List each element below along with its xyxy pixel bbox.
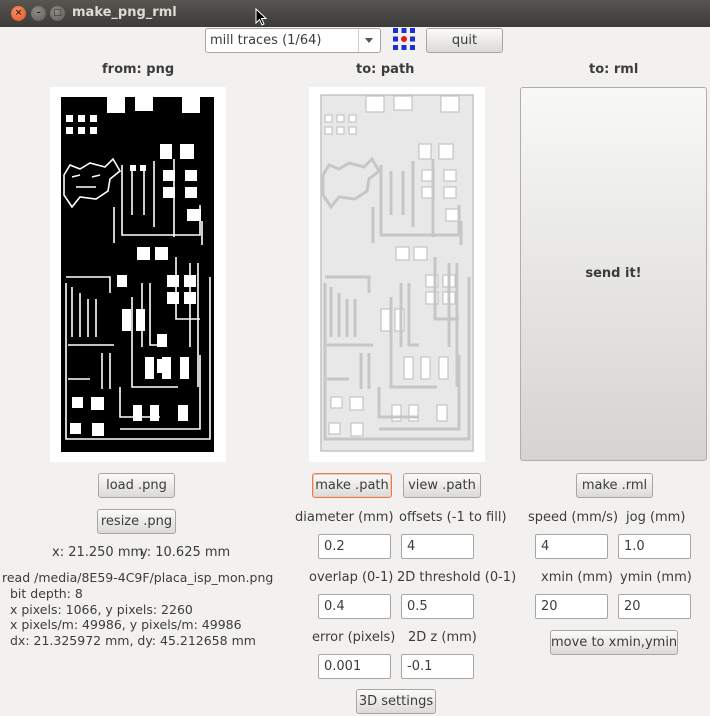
z-depth-label: 2D z (mm)	[408, 630, 477, 645]
rml-column-header: to: rml	[589, 62, 639, 77]
load-png-button[interactable]: load .png	[98, 473, 175, 498]
diameter-label: diameter (mm)	[295, 510, 394, 525]
close-window-button[interactable]: ×	[11, 6, 26, 21]
title-bar: × – □ make_png_rml	[0, 0, 710, 27]
overlap-label: overlap (0-1)	[309, 570, 394, 585]
xmin-field[interactable]: 20	[535, 594, 608, 619]
move-to-xmin-ymin-button[interactable]: move to xmin,ymin	[550, 630, 678, 655]
mouse-cursor-icon	[255, 8, 267, 26]
resize-png-button[interactable]: resize .png	[97, 509, 176, 534]
diameter-field[interactable]: 0.2	[318, 534, 391, 559]
y-coordinate: y: 10.625 mm	[140, 545, 231, 560]
png-info-line: x pixels/m: 49986, y pixels/m: 49986	[10, 617, 242, 633]
png-preview	[50, 87, 226, 462]
minimize-window-button[interactable]: –	[31, 6, 46, 21]
path-preview	[309, 87, 485, 462]
make-rml-button[interactable]: make .rml	[576, 473, 653, 498]
z-depth-field[interactable]: -0.1	[401, 654, 474, 679]
close-icon: ×	[14, 8, 23, 18]
threshold-label: 2D threshold (0-1)	[397, 570, 517, 585]
ymin-field[interactable]: 20	[618, 594, 691, 619]
ymin-label: ymin (mm)	[620, 570, 692, 585]
png-column-header: from: png	[102, 62, 175, 77]
offsets-field[interactable]: 4	[401, 534, 474, 559]
png-info-line: x pixels: 1066, y pixels: 2260	[10, 601, 193, 617]
window-title: make_png_rml	[72, 5, 177, 20]
png-info-line: read /media/8E59-4C9F/placa_isp_mon.png	[2, 570, 274, 585]
make-path-button[interactable]: make .path	[312, 473, 392, 498]
overlap-field[interactable]: 0.4	[318, 594, 391, 619]
error-field[interactable]: 0.001	[318, 654, 391, 679]
jog-label: jog (mm)	[626, 510, 686, 525]
maximize-icon: □	[53, 8, 62, 18]
quit-button[interactable]: quit	[426, 28, 503, 53]
maximize-window-button[interactable]: □	[50, 6, 65, 21]
jog-field[interactable]: 1.0	[618, 534, 691, 559]
x-coordinate: x: 21.250 mm	[52, 545, 144, 560]
view-path-button[interactable]: view .path	[403, 473, 481, 498]
speed-label: speed (mm/s)	[528, 510, 619, 525]
fab-logo-icon	[393, 28, 415, 50]
png-info: read /media/8E59-4C9F/placa_isp_mon.png …	[2, 570, 273, 649]
error-label: error (pixels)	[312, 630, 396, 645]
xmin-label: xmin (mm)	[541, 570, 613, 585]
png-info-line: dx: 21.325972 mm, dy: 45.212658 mm	[10, 633, 256, 649]
send-it-button[interactable]: send it!	[520, 87, 707, 461]
3d-settings-button[interactable]: 3D settings	[356, 689, 436, 714]
png-info-line: bit depth: 8	[10, 585, 83, 601]
speed-field[interactable]: 4	[535, 534, 608, 559]
send-it-label: send it!	[585, 266, 642, 281]
threshold-field[interactable]: 0.5	[401, 594, 474, 619]
mode-select[interactable]: mill traces (1/64)	[205, 28, 381, 53]
offsets-label: offsets (-1 to fill)	[399, 510, 507, 525]
mode-select-value: mill traces (1/64)	[210, 33, 322, 48]
chevron-down-icon[interactable]	[358, 29, 380, 52]
minimize-icon: –	[36, 8, 41, 18]
path-column-header: to: path	[356, 62, 415, 77]
